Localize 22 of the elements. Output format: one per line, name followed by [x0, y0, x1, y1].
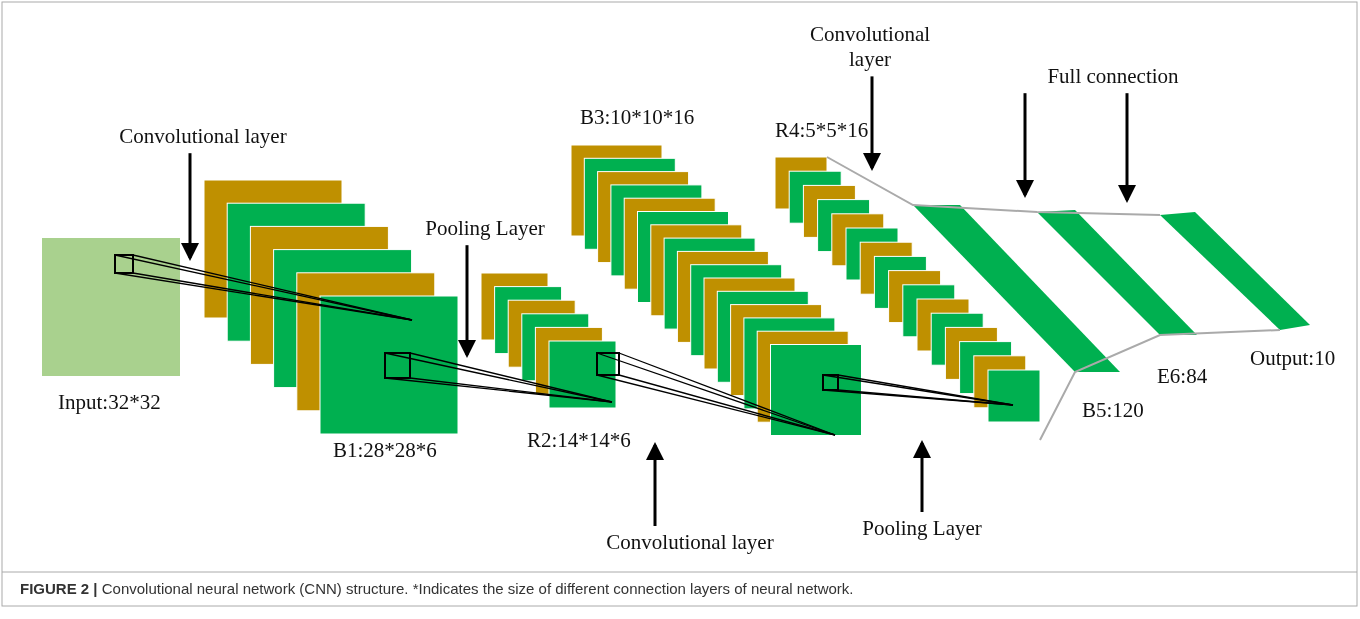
layer-label: Convolutional layer: [108, 124, 298, 150]
layer-label: Pooling Layer: [832, 516, 1012, 542]
layer-size-label: R4:5*5*16: [775, 118, 869, 144]
layer-label: Full connection: [1028, 64, 1198, 90]
arrow: [1118, 93, 1136, 203]
layer-size-label: R2:14*14*6: [527, 428, 631, 454]
layer-size-label: Input:32*32: [58, 390, 161, 416]
arrow: [458, 245, 476, 358]
layer-size-label: E6:84: [1157, 364, 1208, 390]
arrow: [863, 76, 881, 171]
layer-label: Pooling Layer: [415, 216, 555, 242]
layer-size-label: B5:120: [1082, 398, 1144, 424]
layer-size-label: B1:28*28*6: [333, 438, 437, 464]
layer-label: Convolutional layer: [590, 530, 790, 556]
arrow: [181, 153, 199, 261]
arrow: [646, 442, 664, 526]
layer-size-label: B3:10*10*16: [580, 105, 695, 131]
layer-size-label: Output:10: [1250, 346, 1336, 372]
arrow: [1016, 93, 1034, 198]
figure-caption: FIGURE 2 | Convolutional neural network (CNN) structure. *Indicates the size of different connection layers of neural network.: [20, 580, 854, 597]
layer-label: Convolutional layer: [795, 22, 945, 73]
arrow: [913, 440, 931, 512]
